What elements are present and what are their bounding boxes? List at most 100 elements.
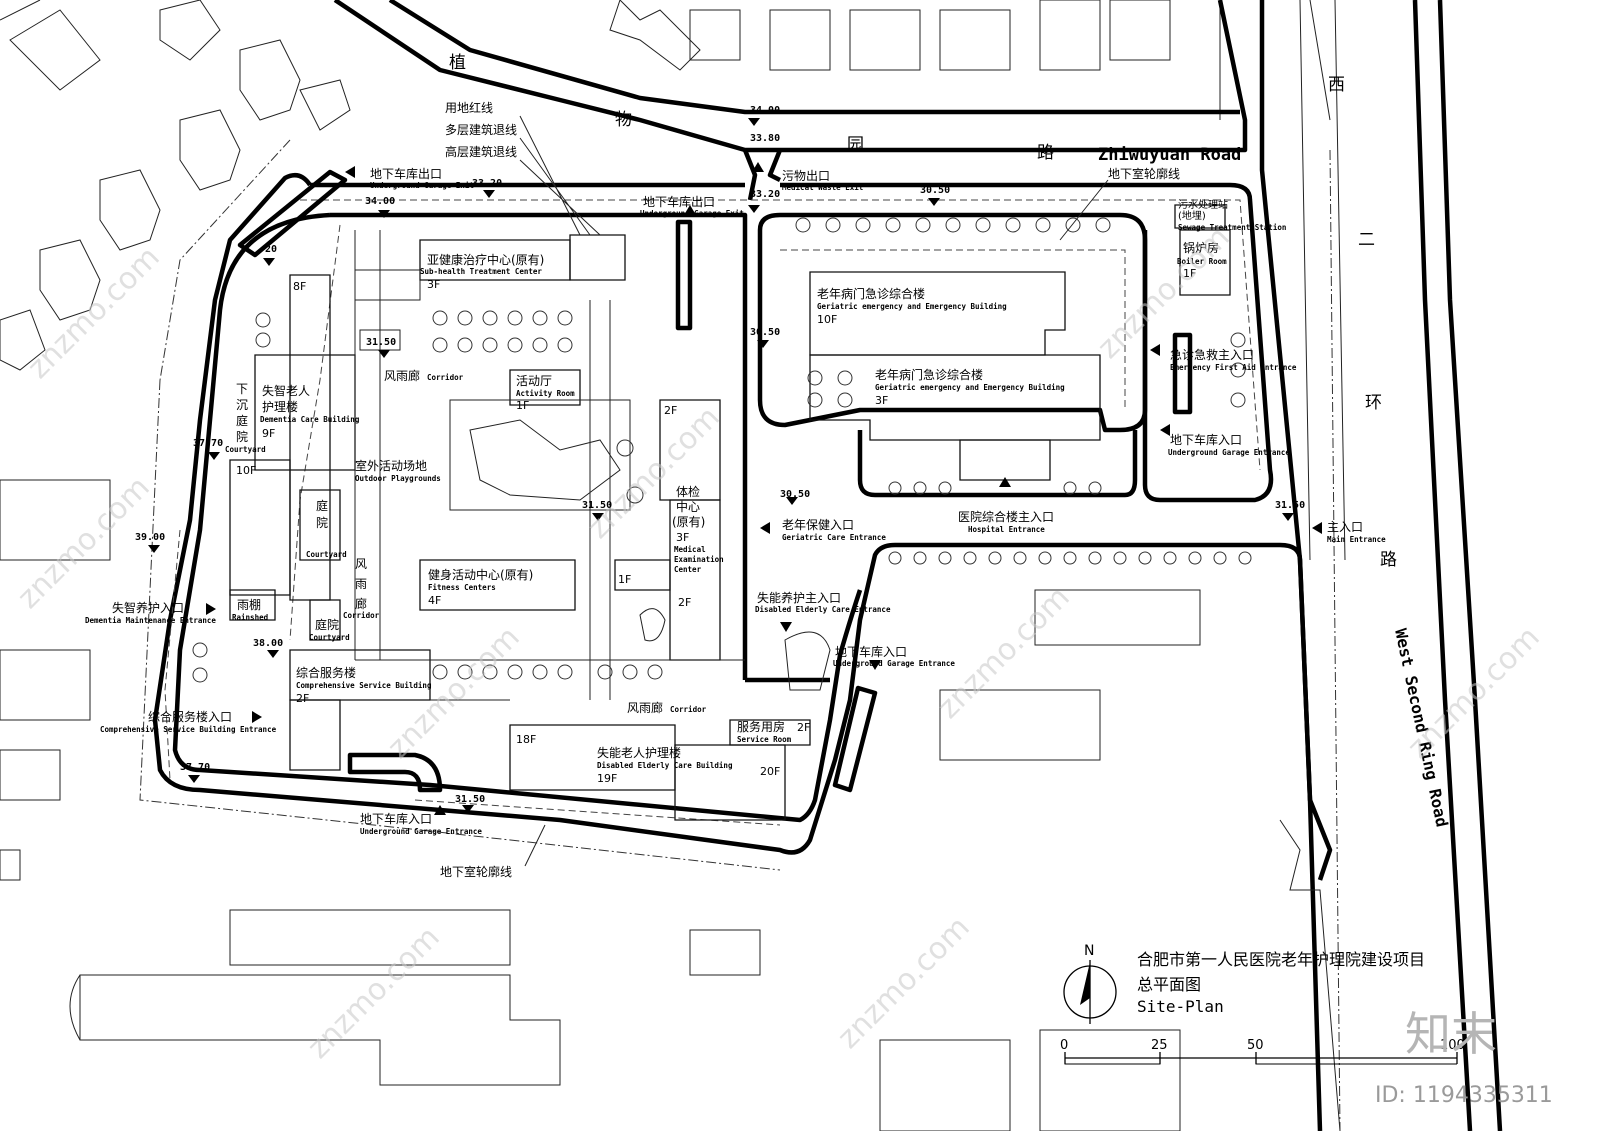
elev-3050-north: 30.50	[920, 185, 950, 196]
playground-en: Outdoor Playgrounds	[355, 474, 441, 483]
elev-3770-sw: 37.70	[180, 762, 210, 773]
road-char-zhi: 植	[449, 53, 466, 73]
floor-tag-2f-exam: 2F	[664, 404, 677, 417]
rainshed-en: Rainshed	[232, 613, 268, 622]
exam-cn2: 中心	[676, 499, 700, 514]
sewage-cn2: (地埋)	[1178, 209, 1206, 222]
rainshed-cn: 雨棚	[237, 597, 261, 612]
courtyard2-en: Courtyard	[309, 633, 350, 642]
north-label: N	[1084, 943, 1094, 959]
courtyard2-cn: 庭院	[315, 617, 339, 632]
service-room-cn: 服务用房	[737, 719, 785, 734]
geriatric-3f-floors: 3F	[875, 394, 888, 407]
elev-3800: 38.00	[253, 638, 283, 649]
north-compass: N	[1063, 943, 1117, 1024]
boiler-floors: 1F	[1183, 267, 1196, 280]
corridor-top-cn: 风雨廊	[384, 368, 420, 383]
fitness-floors: 4F	[428, 594, 441, 607]
corridor-bottom-en: Corridor	[670, 705, 707, 714]
legend: 用地红线 多层建筑退线 高层建筑退线 地下室轮廓线 地下室轮廓线	[440, 100, 1180, 879]
elev-3400-nw: 34.00	[365, 196, 395, 207]
building-labels: 亚健康治疗中心(原有) Sub-health Treatment Center …	[260, 198, 1286, 785]
road-char-xi: 西	[1328, 75, 1345, 95]
garage-entr-s-en: Underground Garage Entrance	[360, 827, 482, 836]
boiler-en: Boiler Room	[1177, 257, 1227, 266]
first-aid-en: Emergency First Aid Entrance	[1170, 363, 1297, 372]
basement-outline-label-bottom: 地下室轮廓线	[440, 864, 512, 879]
title-en: Site-Plan	[1137, 997, 1224, 1016]
floor-tag-20f: 20F	[760, 765, 780, 778]
sunken-courtyard-en: Courtyard	[225, 445, 266, 454]
watermark-url-6: znzmo.com	[1091, 220, 1237, 366]
road-zhiwuyuan-en: Zhiwuyuan Road	[1098, 145, 1241, 165]
elev-3400-road: 34.00	[750, 105, 780, 116]
disabled-en: Disabled Elderly Care Building	[597, 761, 733, 770]
road-char-wu: 物	[615, 110, 632, 130]
corridor-bottom-cn: 风雨廊	[627, 700, 663, 715]
scale-100: 100	[1440, 1038, 1465, 1053]
watermark-url-1: znzmo.com	[21, 240, 167, 386]
watermark-url-9: znzmo.com	[301, 920, 447, 1066]
entrance-arrows	[206, 162, 1322, 815]
corridor-vert-en: Corridor	[343, 611, 380, 620]
watermark-url-3: znzmo.com	[381, 620, 527, 766]
activity-en: Activity Room	[516, 389, 575, 398]
geriatric-3f-cn: 老年病门急诊综合楼	[875, 367, 983, 382]
elev-3770-west: 37.70	[193, 438, 223, 449]
exam-en3: Center	[674, 565, 702, 574]
disabled-care-en: Disabled Elderly Care Entrance	[755, 605, 891, 614]
garage-entr-c-en: Underground Garage Entrance	[833, 659, 955, 668]
garage-exit-nw-cn: 地下车库出口	[370, 166, 442, 181]
dementia-en: Dementia Care Building	[260, 415, 360, 424]
garage-exit-nw-en: Underground Garage Exit	[370, 181, 474, 190]
exam-en2: Examination	[674, 555, 724, 564]
basement-outline-label-top: 地下室轮廓线	[1108, 166, 1180, 181]
geriatric-care-cn: 老年保健入口	[782, 518, 854, 532]
road-char-lu: 路	[1037, 143, 1054, 163]
road-char-huan: 环	[1365, 393, 1382, 413]
buildings	[229, 204, 1231, 821]
sunken-courtyard-c4: 院	[236, 430, 248, 444]
garage-entr-c-cn: 地下车库入口	[835, 644, 907, 659]
dementia-cn2: 护理楼	[262, 399, 298, 414]
watermark-id: ID: 1194335311	[1375, 1083, 1553, 1108]
activity-cn: 活动厅	[516, 374, 552, 388]
disabled-cn: 失能老人护理楼	[597, 745, 681, 760]
dementia-maint-cn: 失智养护入口	[112, 600, 184, 615]
legend-highrise-setback: 高层建筑退线	[445, 144, 517, 159]
comprehensive-floors: 2F	[296, 692, 309, 705]
floor-tag-1f: 1F	[618, 573, 631, 586]
floor-tag-10f: 10F	[236, 464, 256, 477]
first-aid-cn: 急诊急救主入口	[1170, 347, 1254, 362]
elev-3900: 39.00	[135, 532, 165, 543]
playground-cn: 室外活动场地	[355, 458, 427, 473]
scale-25: 25	[1151, 1038, 1168, 1053]
courtyard1-c1: 庭	[316, 498, 328, 513]
hospital-entrance-en: Hospital Entrance	[968, 525, 1045, 534]
roads	[333, 0, 1503, 1131]
main-entrance-en: Main Entrance	[1327, 535, 1386, 544]
subhealth-en: Sub-health Treatment Center	[420, 267, 542, 276]
comprehensive-cn: 综合服务楼	[296, 665, 356, 680]
comprehensive-en: Comprehensive Service Building	[296, 681, 432, 690]
floor-tag-8f: 8F	[293, 280, 306, 293]
sunken-courtyard-c3: 庭	[236, 413, 248, 428]
disabled-care-cn: 失能养护主入口	[757, 590, 841, 605]
entrance-labels: 地下车库出口 Underground Garage Exit 地下车库出口 Un…	[85, 166, 1386, 836]
exam-cn1: 体检	[676, 484, 700, 499]
sewage-en: Sewage Treatment Station	[1178, 223, 1286, 232]
elev-3320-nw: 33.20	[472, 178, 502, 189]
context-buildings	[0, 0, 1331, 1131]
elevation-values: 34.00 33.80 33.20 33.20 34.00 30.50 31.5…	[135, 105, 1305, 805]
sunken-courtyard-c1: 下	[236, 382, 248, 396]
corridor-vert-c2: 雨	[355, 577, 367, 591]
comp-service-cn: 综合服务楼入口	[148, 709, 232, 724]
scale-50: 50	[1247, 1038, 1264, 1053]
area-labels: 下 沉 庭 院 Courtyard 庭 院 Courtyard 庭院 Court…	[225, 368, 707, 715]
road-char-lu2: 路	[1380, 550, 1397, 570]
geriatric-3f-en: Geriatric emergency and Emergency Buildi…	[875, 383, 1065, 392]
sewage-cn: 污水处理站	[1178, 198, 1228, 211]
watermark-logo: 知末	[1405, 1007, 1497, 1061]
road-char-yuan: 园	[847, 135, 864, 155]
courtyard1-en: Courtyard	[306, 550, 347, 559]
